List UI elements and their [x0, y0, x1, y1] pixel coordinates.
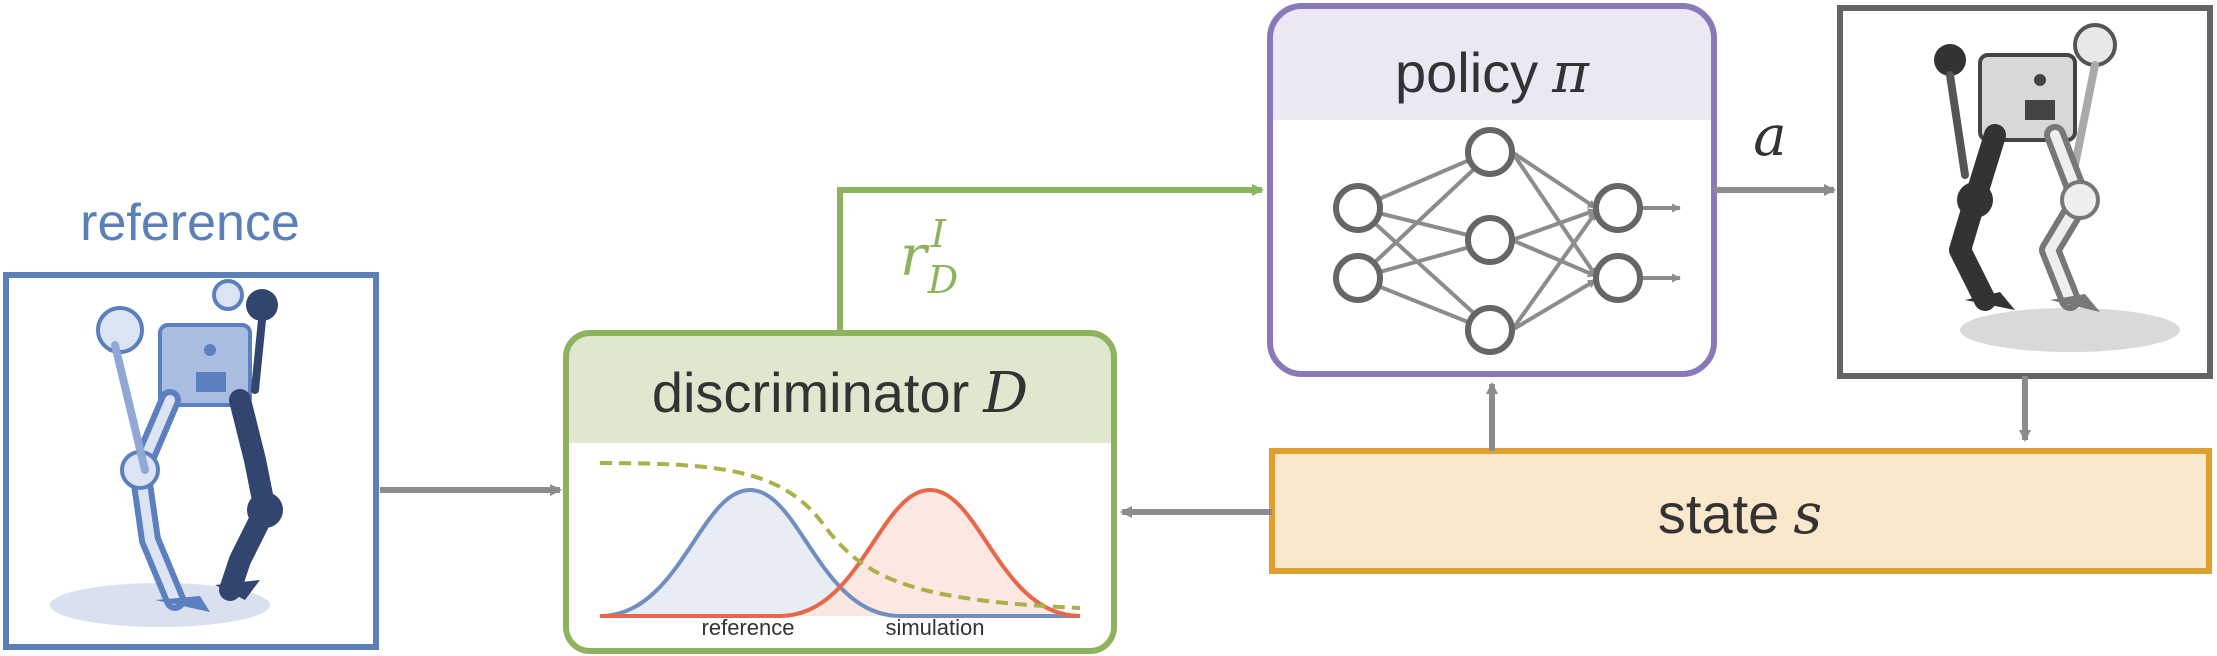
curve-label-simulation: simulation	[885, 615, 984, 640]
curve-label-reference: reference	[702, 615, 795, 640]
simulation-curve	[600, 487, 1081, 618]
network-nodes	[1333, 127, 1643, 355]
distribution-plot: reference simulation	[599, 461, 1081, 640]
state-block	[1269, 448, 2212, 574]
reference-title: reference	[80, 194, 300, 252]
reference-curve	[599, 487, 1080, 618]
policy-header	[1270, 6, 1714, 120]
arrow-reward-to-policy	[837, 184, 1264, 333]
output-robot-icon	[1934, 23, 2180, 352]
reference-robot-icon	[50, 279, 283, 627]
discriminator-header	[566, 333, 1114, 443]
neural-network-icon	[1356, 150, 1681, 332]
action-label: a	[1753, 104, 1786, 169]
discriminator-output-curve	[599, 461, 1081, 610]
